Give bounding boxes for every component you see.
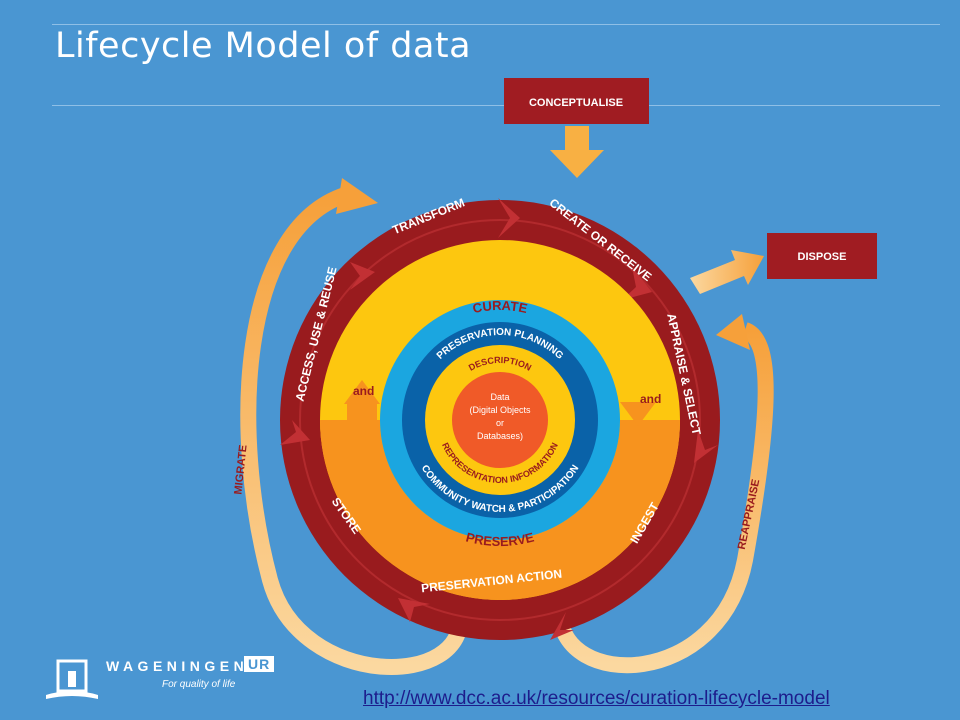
migrate-arrowhead — [336, 178, 378, 214]
center-line-1: Data — [490, 392, 509, 402]
logo-tagline: For quality of life — [162, 679, 236, 690]
title-rule — [52, 105, 940, 106]
logo-suffix: UR — [244, 656, 275, 672]
wageningen-logo: WAGENINGEN UR For quality of life — [44, 655, 304, 705]
reappraise-arrow — [552, 322, 774, 674]
label-curate: CURATE — [471, 298, 529, 316]
dispose-box — [767, 233, 877, 279]
center-line-2: (Digital Objects — [469, 405, 531, 415]
conceptualise-box — [504, 78, 649, 124]
logo-name: WAGENINGEN — [106, 658, 249, 674]
outer-ring-inner-line — [299, 219, 701, 621]
top-rule — [52, 24, 940, 25]
slide-title: Lifecycle Model of data — [55, 26, 472, 66]
and-arrow-right-stem — [623, 374, 653, 402]
conceptualise-arrow — [550, 126, 604, 178]
dispose-arrow — [690, 250, 764, 294]
label-preserve: PRESERVE — [464, 529, 535, 549]
center-line-4: Databases) — [477, 431, 523, 441]
center-line-3: or — [496, 418, 504, 428]
source-link[interactable]: http://www.dcc.ac.uk/resources/curation-… — [363, 688, 830, 709]
core-circle — [452, 372, 548, 468]
label-migrate: MIGRATE — [232, 444, 249, 495]
and-arrow-left-stem — [347, 404, 377, 434]
label-and-left: and — [353, 384, 374, 398]
preserve-ring — [320, 420, 680, 600]
and-arrow-left — [344, 380, 380, 404]
dispose-label: DISPOSE — [798, 251, 847, 263]
logo-building-icon — [46, 659, 98, 699]
conceptualise-label: CONCEPTUALISE — [529, 97, 623, 109]
migrate-arrow — [240, 187, 469, 675]
and-arrow-right — [620, 402, 656, 426]
label-and-right: and — [640, 392, 661, 406]
outer-dividers — [280, 198, 718, 640]
reappraise-arrowhead — [716, 314, 750, 350]
